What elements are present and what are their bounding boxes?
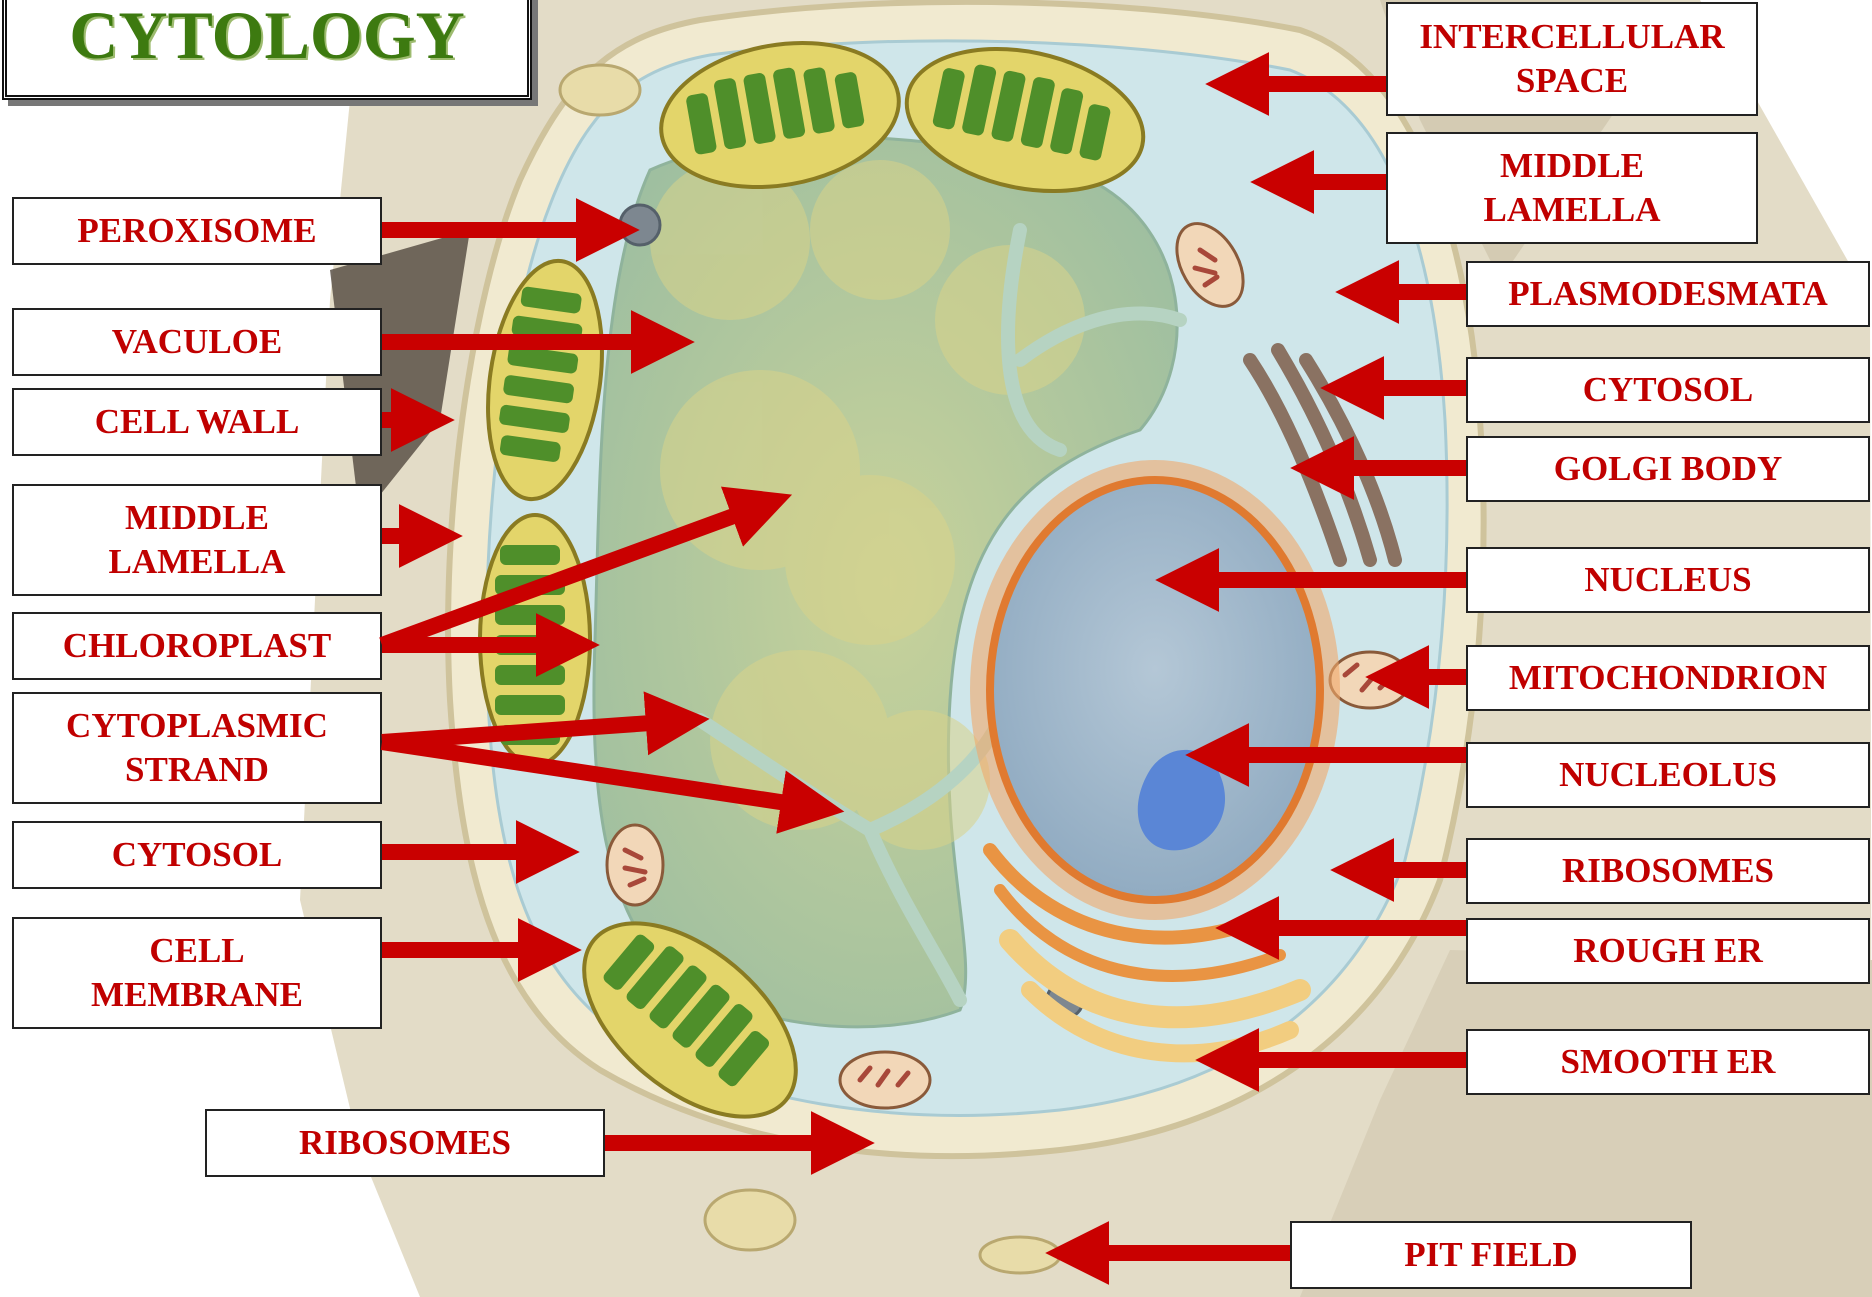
label-chloroplast: CHLOROPLAST — [12, 612, 382, 680]
page-title: CYTOLOGY — [69, 0, 464, 75]
label-cell-membrane: CELL MEMBRANE — [12, 917, 382, 1029]
label-ribosomes-right: RIBOSOMES — [1466, 838, 1870, 904]
label-rough-er: ROUGH ER — [1466, 918, 1870, 984]
label-cell-wall: CELL WALL — [12, 388, 382, 456]
nucleus-shape — [970, 460, 1340, 920]
label-mitochondrion: MITOCHONDRION — [1466, 645, 1870, 711]
label-nucleus: NUCLEUS — [1466, 547, 1870, 613]
label-smooth-er: SMOOTH ER — [1466, 1029, 1870, 1095]
label-cytosol-right: CYTOSOL — [1466, 357, 1870, 423]
label-pit-field: PIT FIELD — [1290, 1221, 1692, 1289]
label-middle-lamella-right: MIDDLE LAMELLA — [1386, 132, 1758, 244]
label-ribosomes-bottom: RIBOSOMES — [205, 1109, 605, 1177]
label-intercellular-space: INTERCELLULAR SPACE — [1386, 2, 1758, 116]
title-box: CYTOLOGY — [2, 0, 532, 100]
label-vacuole: VACULOE — [12, 308, 382, 376]
label-cytoplasmic-strand: CYTOPLASMIC STRAND — [12, 692, 382, 804]
label-peroxisome: PEROXISOME — [12, 197, 382, 265]
label-nucleolus: NUCLEOLUS — [1466, 742, 1870, 808]
label-cytosol-left: CYTOSOL — [12, 821, 382, 889]
label-middle-lamella-left: MIDDLE LAMELLA — [12, 484, 382, 596]
label-plasmodesmata: PLASMODESMATA — [1466, 261, 1870, 327]
label-golgi-body: GOLGI BODY — [1466, 436, 1870, 502]
